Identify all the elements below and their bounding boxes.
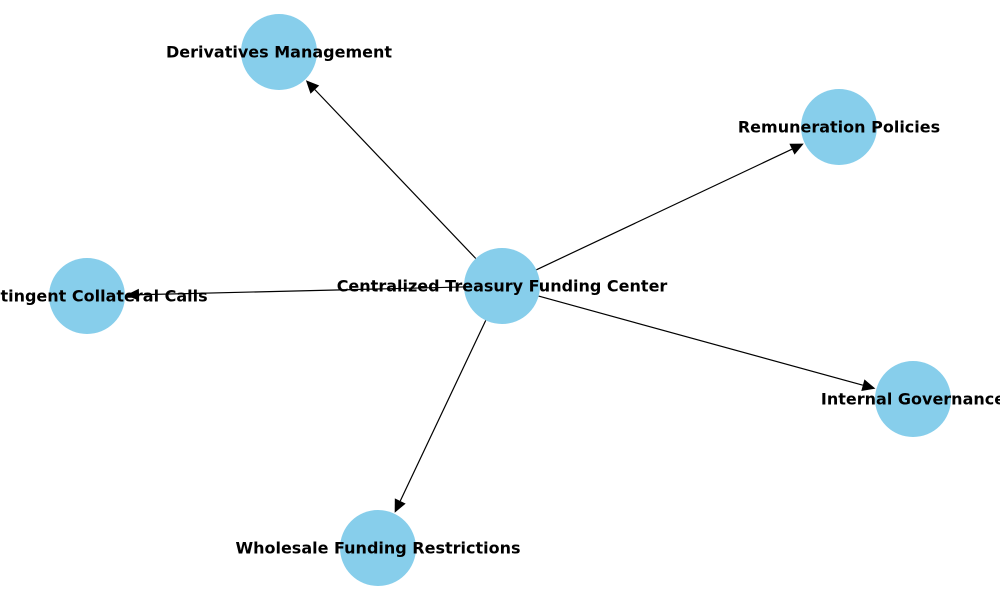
arrowhead-wholesale <box>394 498 406 513</box>
node-label-governance: Internal Governance <box>821 390 1000 409</box>
edge-center-to-governance <box>538 295 864 386</box>
nodes-layer <box>49 14 951 586</box>
node-circle-derivatives <box>241 14 317 90</box>
arrowhead-governance <box>861 379 876 392</box>
arrowhead-remuneration <box>789 143 804 155</box>
node-label-remuneration: Remuneration Policies <box>738 118 940 137</box>
node-circle-center <box>464 248 540 324</box>
node-label-derivatives: Derivatives Management <box>166 43 392 62</box>
node-label-collateral: Contingent Collateral Calls <box>0 287 208 306</box>
edge-center-to-derivatives <box>314 89 477 259</box>
edge-center-to-collateral <box>138 286 465 296</box>
arrowhead-collateral <box>125 288 140 301</box>
node-circle-wholesale <box>340 510 416 586</box>
labels-layer: Derivatives Management Remuneration Poli… <box>0 43 1000 558</box>
node-circle-collateral <box>49 258 125 334</box>
node-circle-remuneration <box>801 89 877 165</box>
node-label-center: Centralized Treasury Funding Center <box>337 277 668 296</box>
edges-layer <box>125 80 876 513</box>
node-circle-governance <box>875 361 951 437</box>
edge-center-to-remuneration <box>536 148 793 271</box>
edge-center-to-wholesale <box>399 320 487 502</box>
arrowhead-derivatives <box>305 80 320 94</box>
node-label-wholesale: Wholesale Funding Restrictions <box>235 539 520 558</box>
